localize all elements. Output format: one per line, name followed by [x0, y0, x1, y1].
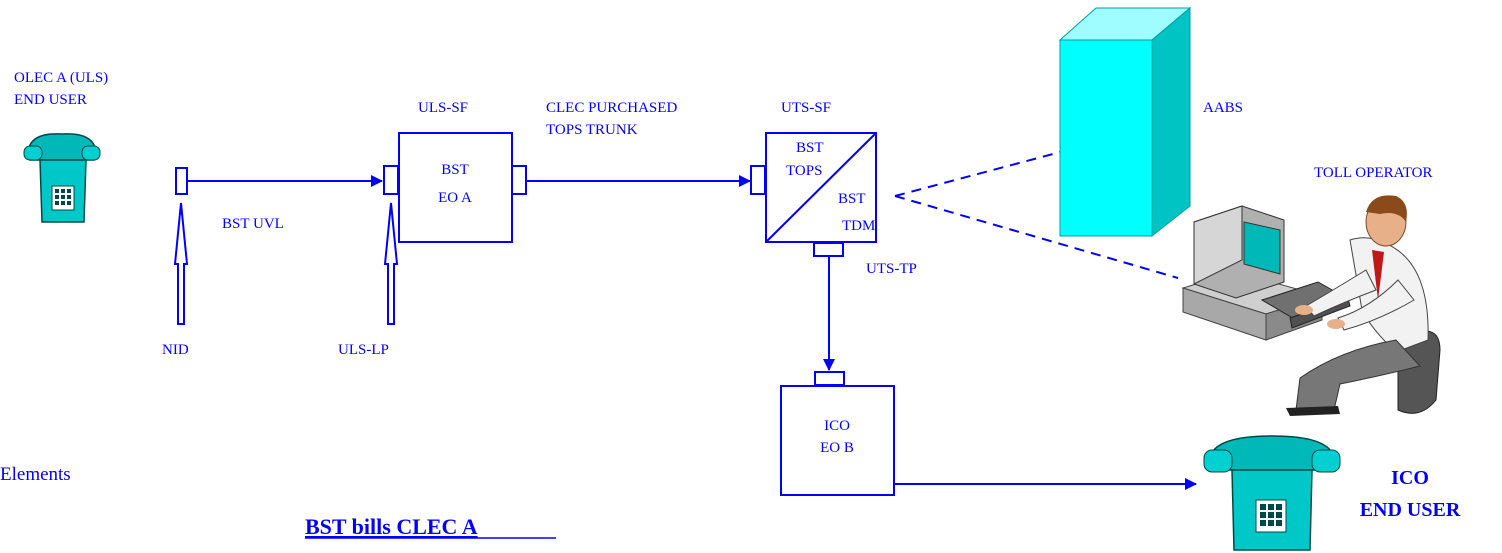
- operator-workstation-icon: [1183, 195, 1440, 416]
- uts-tp-interface: [814, 243, 843, 256]
- nid-label: NID: [162, 342, 189, 358]
- telephone-icon: [1204, 436, 1340, 550]
- tdm-line2: TDM: [842, 218, 875, 234]
- elements-label: Elements: [0, 464, 71, 485]
- ico-interface: [815, 372, 844, 385]
- toll-operator-label: TOLL OPERATOR: [1314, 165, 1432, 181]
- eo-a-line1: BST: [441, 162, 469, 178]
- aabs-label: AABS: [1203, 100, 1243, 116]
- uts-sf-interface: [751, 166, 765, 194]
- eo-a-line2: EO A: [438, 190, 472, 206]
- uls-lp-pointer-arrow: [385, 203, 397, 324]
- ico-end-user-line1: ICO: [1391, 467, 1429, 489]
- uts-tp-label: UTS-TP: [866, 261, 917, 277]
- server-tower-icon: [1060, 8, 1190, 236]
- uls-sf-label: ULS-SF: [418, 100, 468, 116]
- aabs-link: [895, 150, 1068, 196]
- uts-sf-label: UTS-SF: [781, 100, 831, 116]
- billing-caption: BST bills CLEC A: [305, 514, 478, 539]
- olec-label-line2: END USER: [14, 92, 87, 108]
- tops-line2: TOPS: [786, 163, 822, 179]
- nid-interface: [176, 168, 187, 194]
- uls-lp-interface: [384, 166, 398, 194]
- ico-end-user-line2: END USER: [1360, 499, 1461, 521]
- nid-pointer-arrow: [175, 203, 187, 324]
- uls-sf-interface: [512, 166, 526, 194]
- clec-label-line1: CLEC PURCHASED: [546, 100, 677, 116]
- bst-eo-a-box: [399, 133, 512, 242]
- tops-line1: BST: [796, 140, 824, 156]
- telephone-icon: [24, 134, 100, 222]
- ico-box-line1: ICO: [824, 418, 850, 434]
- ico-box-line2: EO B: [820, 440, 854, 456]
- bst-uvl-label: BST UVL: [222, 216, 284, 232]
- clec-label-line2: TOPS TRUNK: [546, 122, 638, 138]
- tdm-line1: BST: [838, 191, 866, 207]
- uls-lp-label: ULS-LP: [338, 342, 389, 358]
- olec-label-line1: OLEC A (ULS): [14, 70, 108, 86]
